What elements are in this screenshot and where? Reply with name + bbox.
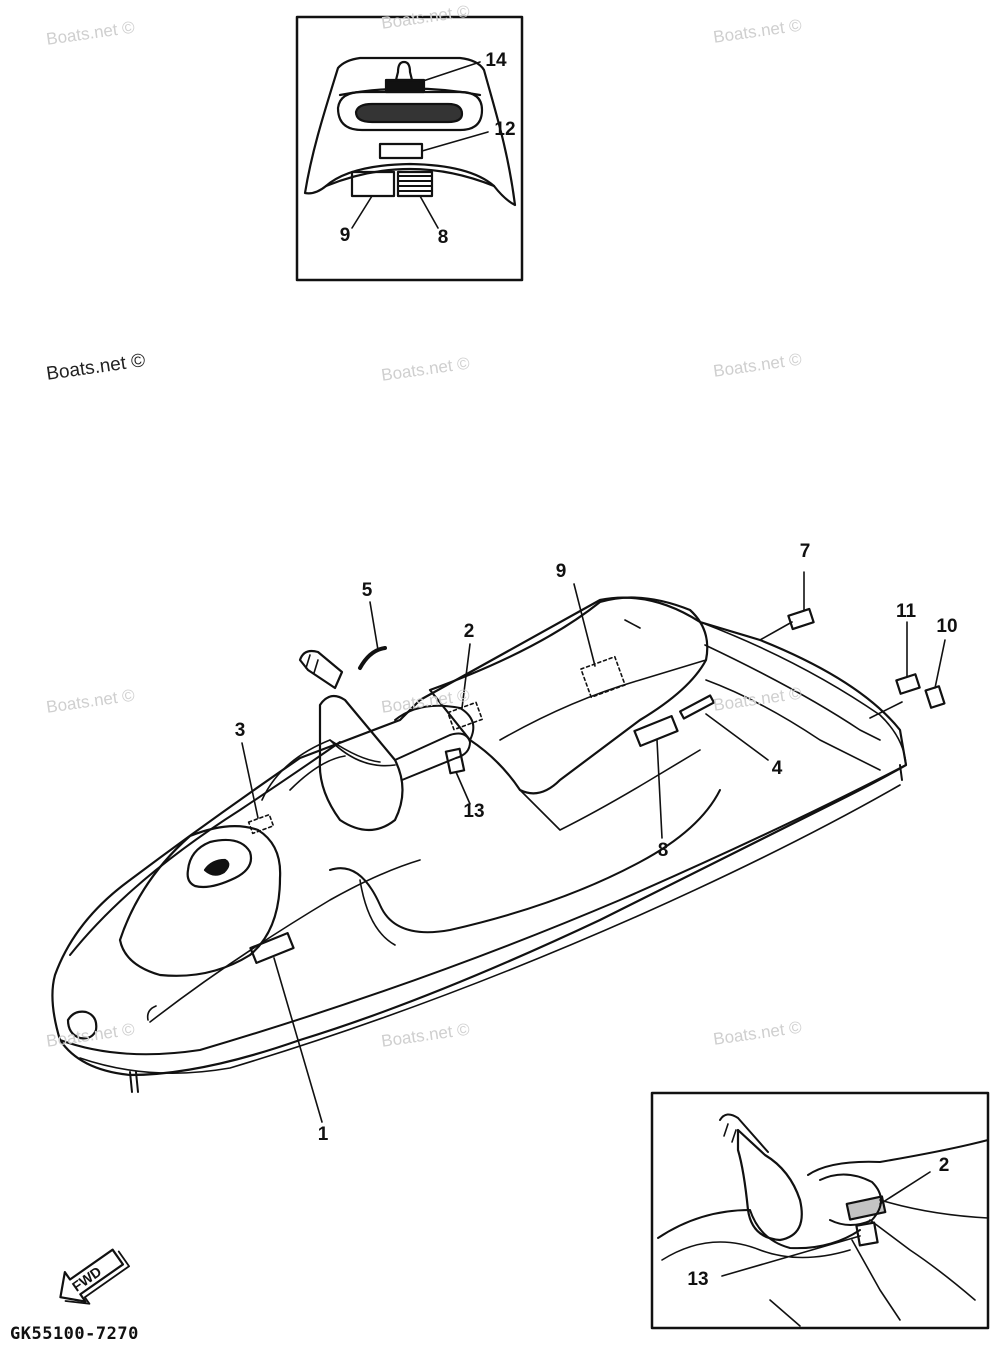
detail-label-13	[855, 1221, 879, 1247]
leader-14	[419, 61, 481, 83]
hood-cap	[186, 838, 253, 889]
leader-8-top	[419, 195, 439, 229]
leader-11-craft	[869, 701, 903, 719]
label-12	[378, 142, 424, 160]
leader-7-craft	[759, 621, 793, 641]
label-9-rear	[350, 170, 396, 198]
inset-top-frame	[295, 15, 524, 282]
label-11	[895, 673, 921, 695]
bow-bumper	[66, 1010, 98, 1040]
rear-transom-line	[324, 167, 496, 188]
inset-bottom-frame	[650, 1091, 990, 1330]
detail-label-2	[845, 1195, 887, 1221]
footwell	[329, 789, 721, 934]
leader-10-down	[934, 639, 946, 689]
inset-top-rear-view	[295, 15, 524, 282]
hull-rear-rail	[699, 621, 907, 766]
rear-handle-outer	[336, 90, 484, 132]
rear-cleat	[394, 60, 414, 82]
label-14	[384, 78, 426, 94]
leader-4-main	[705, 713, 769, 761]
callout-8: 8	[657, 840, 669, 861]
label-13	[444, 747, 466, 775]
callout-2: 2	[938, 1155, 950, 1176]
leader-1-main	[273, 957, 323, 1123]
deck-front	[261, 739, 381, 801]
leader-12	[421, 131, 489, 152]
callout-5: 5	[361, 580, 373, 601]
detail-handlebar	[719, 1113, 769, 1153]
callout-11: 11	[895, 601, 917, 622]
handlebar-left	[298, 649, 344, 690]
callout-12: 12	[494, 119, 516, 140]
main-watercraft	[51, 571, 946, 1123]
side-sponson	[149, 859, 421, 1023]
detail-console	[819, 1173, 882, 1226]
leader-2-main	[461, 643, 471, 709]
leader-5-main	[369, 601, 379, 651]
inset-bottom-steering-view	[650, 1091, 990, 1330]
leader-13-main	[455, 771, 471, 805]
hull-chine	[59, 764, 907, 1056]
leader-8-main	[656, 739, 663, 839]
callout-9: 9	[339, 225, 351, 246]
fwd-arrow: FWD	[59, 1248, 130, 1305]
label-8-side	[633, 714, 679, 748]
callout-9: 9	[555, 561, 567, 582]
label-9-seat	[580, 655, 626, 699]
bow-hood	[118, 825, 282, 977]
callout-7: 7	[799, 541, 811, 562]
callout-13: 13	[687, 1269, 709, 1290]
handlebar-right	[394, 732, 471, 781]
label-7	[787, 607, 815, 631]
leader-9-main	[573, 583, 596, 667]
leader-3-main	[241, 742, 259, 819]
callout-14: 14	[485, 50, 507, 71]
diagram-code: GK55100-7270	[10, 1324, 139, 1344]
callout-4: 4	[771, 758, 783, 779]
label-5	[358, 646, 387, 670]
callout-10: 10	[936, 616, 958, 637]
label-3	[247, 813, 275, 835]
steering-column	[318, 694, 404, 832]
label-8-rear	[396, 170, 434, 198]
label-10	[924, 685, 946, 709]
detail-column	[736, 1128, 803, 1242]
label-1	[249, 931, 295, 965]
rear-footwell	[705, 679, 881, 771]
leader-9-top	[351, 195, 373, 229]
detail-footwell	[657, 1209, 861, 1250]
leader-2-inset	[879, 1171, 931, 1205]
hull-bottom-line	[79, 784, 901, 1074]
detail-seat	[807, 1139, 989, 1176]
gunwale	[69, 741, 341, 956]
callout-1: 1	[317, 1124, 329, 1145]
leader-13-inset	[721, 1235, 861, 1277]
hull-outline	[51, 596, 908, 1077]
rear-handle-inner	[354, 102, 464, 124]
callout-8: 8	[437, 227, 449, 248]
callout-3: 3	[234, 720, 246, 741]
callout-13: 13	[463, 801, 485, 822]
label-4	[679, 694, 715, 720]
callout-2: 2	[463, 621, 475, 642]
